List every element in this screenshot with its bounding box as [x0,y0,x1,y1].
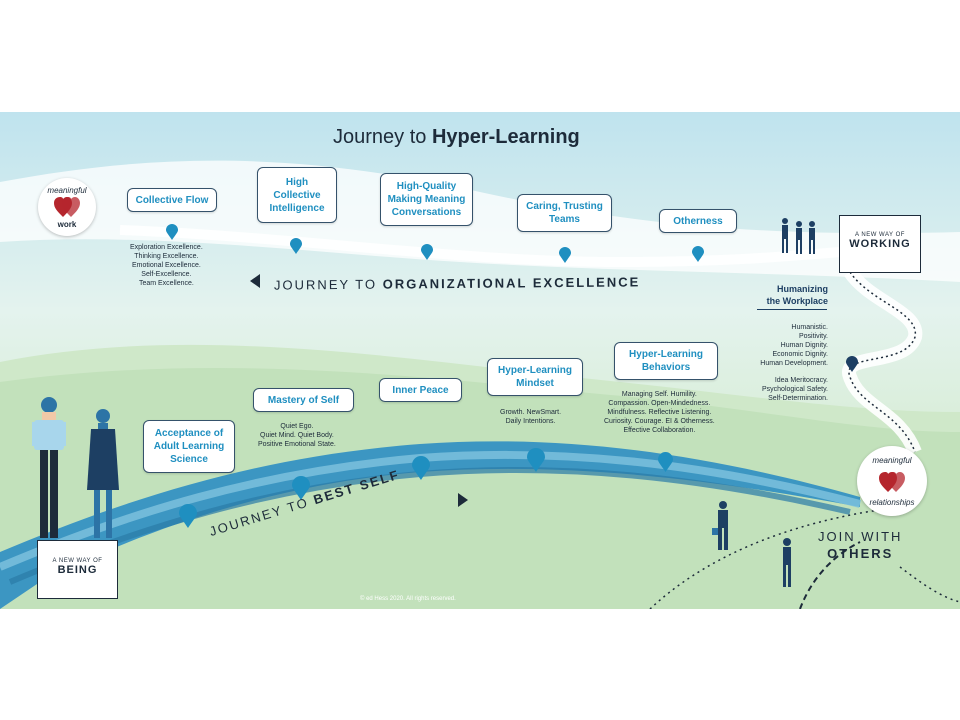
map-pin-icon [527,448,545,472]
collective-flow-description: Exploration Excellence. Thinking Excelle… [130,244,203,287]
self-box-learning-behaviors: Hyper-Learning Behaviors [614,342,718,380]
badge-work-top-label: meaningful [47,186,87,195]
humanizing-heading: Humanizing the Workplace [766,284,828,306]
map-pin-icon [658,452,673,472]
copyright-notice: © ed Hess 2020. All rights reserved. [360,596,456,602]
working-box-small-label: A NEW WAY OF [855,232,905,238]
self-box-mastery-of-self: Mastery of Self [253,388,354,412]
map-pin-icon [179,504,197,528]
map-pin-icon [292,476,310,500]
team-people-icon [782,218,815,254]
person-icon [712,501,728,550]
self-box-learning-mindset: Hyper-Learning Mindset [487,358,583,396]
new-way-of-working-box: A NEW WAY OF WORKING [839,215,921,273]
humanizing-list-1: Humanistic. Positivity. Human Dignity. E… [760,324,828,367]
self-box-inner-peace: Inner Peace [379,378,462,402]
humanizing-underline [757,309,827,310]
map-pin-icon [290,238,302,254]
new-way-of-being-box: A NEW WAY OF BEING [37,540,118,599]
map-pin-icon [421,244,433,260]
arrow-right-icon [458,493,468,507]
behaviors-description: Managing Self. Humility. Compassion. Ope… [604,391,715,434]
diagram-title: Journey to Hyper-Learning [333,126,580,148]
badge-relationships-bottom-label: relationships [869,498,915,507]
heart-icon [54,197,80,217]
map-pin-icon [692,246,704,262]
map-pin-icon [412,456,430,480]
badge-work-bottom-label: work [57,220,77,229]
meaningful-work-badge: meaningful work [38,178,96,236]
mastery-description: Quiet Ego. Quiet Mind. Quiet Body. Posit… [258,423,336,448]
map-pin-icon [846,356,858,372]
org-box-meaning-conversations: High-Quality Making Meaning Conversation… [380,173,473,226]
heart-icon [879,472,905,492]
journey-diagram: Journey to Hyper-Learning meaningful wor… [0,112,960,609]
org-box-collective-flow: Collective Flow [127,188,217,212]
self-box-adult-learning: Acceptance of Adult Learning Science [143,420,235,473]
org-box-otherness: Otherness [659,209,737,233]
org-journey-label: JOURNEY TO ORGANIZATIONAL EXCELLENCE [273,274,641,293]
person-icon [783,538,791,587]
org-box-collective-intelligence: High Collective Intelligence [257,167,337,223]
join-with-others-label: JOIN WITH OTHERS [818,529,903,561]
mindset-description: Growth. NewSmart. Daily Intentions. [500,409,562,425]
being-box-title: BEING [57,564,98,576]
humanizing-list-2: Idea Meritocracy. Psychological Safety. … [761,377,828,402]
being-box-small-label: A NEW WAY OF [52,558,103,564]
org-box-caring-teams: Caring, Trusting Teams [517,194,612,232]
meaningful-relationships-badge: meaningful relationships [857,446,927,516]
map-pin-icon [559,247,571,263]
badge-relationships-top-label: meaningful [872,456,912,465]
person-icon [32,397,119,538]
arrow-left-icon [250,274,260,288]
working-box-title: WORKING [849,238,911,250]
map-pin-icon [166,224,178,240]
